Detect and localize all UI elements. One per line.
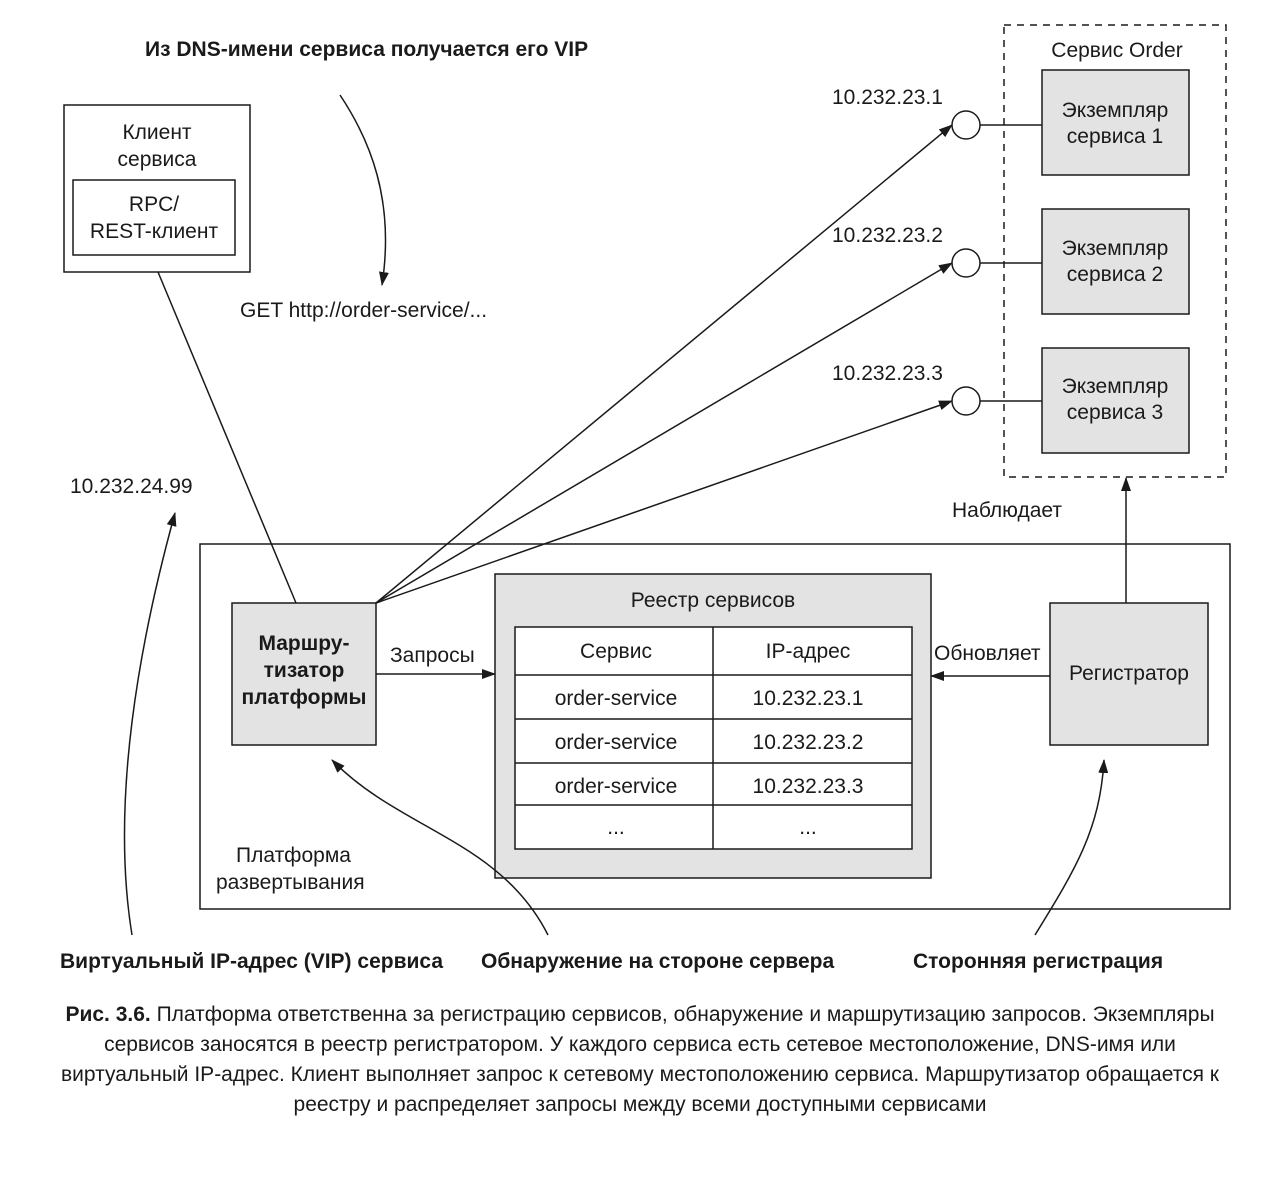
instance-3-ip: 10.232.23.3 [832,362,943,385]
rpc-client-line2: REST-клиент [90,220,219,243]
registry-row-4-ip: ... [799,816,817,839]
registry-row-1-service: order-service [555,687,678,710]
router-to-instance-1 [375,124,953,604]
registrar-label: Регистратор [1069,662,1189,685]
registry-header-service: Сервис [580,640,652,663]
router-line2: тизатор [264,659,345,682]
platform-router [231,602,377,746]
registry-header-ip: IP-адрес [766,640,851,663]
instance-1-endpoint [951,110,981,140]
registry-row-2-service: order-service [555,731,678,754]
platform-label-line2: развертывания [216,871,365,894]
instance-3-line1: Экземпляр [1062,375,1169,398]
discovery-annotation-curve [331,759,549,936]
instance-3-endpoint [951,386,981,416]
client-title-line2: сервиса [118,148,197,171]
instance-1-line2: сервиса 1 [1067,125,1163,148]
router-line3: платформы [242,686,367,709]
client-to-router-line [157,271,297,604]
platform-label-line1: Платформа [236,844,351,867]
registrar [1049,602,1209,746]
registry-row-3-ip: 10.232.23.3 [753,775,864,798]
service-instance-3 [1041,347,1190,454]
router-line1: Маршру- [259,632,350,655]
instance-2-line1: Экземпляр [1062,237,1169,260]
registry-row-2-ip: 10.232.23.2 [753,731,864,754]
instance-3-line2: сервиса 3 [1067,401,1163,424]
client-title-line1: Клиент [122,121,191,144]
rpc-client-box [72,179,236,256]
vip-label: Виртуальный IP-адрес (VIP) сервиса [60,950,443,973]
instance-1-ip: 10.232.23.1 [832,86,943,109]
instance-2-endpoint [951,248,981,278]
service-instance-2 [1041,208,1190,315]
updates-label: Обновляет [934,642,1041,665]
figure-caption: Рис. 3.6. Платформа ответственна за реги… [40,1000,1240,1120]
requests-label: Запросы [390,644,475,667]
rpc-client-line1: RPC/ [129,193,179,216]
annotation-dns-to-vip: Из DNS-имени сервиса получается его VIP [145,38,588,61]
order-service-group [1003,24,1227,478]
router-to-instance-3 [375,400,953,604]
instance-1-line1: Экземпляр [1062,99,1169,122]
registry-title: Реестр сервисов [631,589,795,612]
vip-annotation-curve [123,512,177,936]
observes-label: Наблюдает [952,499,1062,522]
registration-annotation-curve [1034,759,1109,936]
order-service-title: Сервис Order [1051,39,1182,62]
caption-text: Платформа ответственна за регистрацию се… [61,1003,1219,1116]
get-request-label: GET http://order-service/... [240,299,487,322]
service-instance-1 [1041,69,1190,176]
instance-2-line2: сервиса 2 [1067,263,1163,286]
vip-address: 10.232.24.99 [70,475,193,498]
registry-row-4-service: ... [607,816,625,839]
caption-label: Рис. 3.6. [65,1003,151,1026]
instance-2-ip: 10.232.23.2 [832,224,943,247]
registry-row-1-ip: 10.232.23.1 [753,687,864,710]
server-discovery-label: Обнаружение на стороне сервера [481,950,834,973]
router-to-instance-2 [375,262,953,604]
registry-table [514,626,913,850]
third-party-registration-label: Сторонняя регистрация [913,950,1163,973]
registry-row-3-service: order-service [555,775,678,798]
dns-annotation-curve [339,94,389,286]
